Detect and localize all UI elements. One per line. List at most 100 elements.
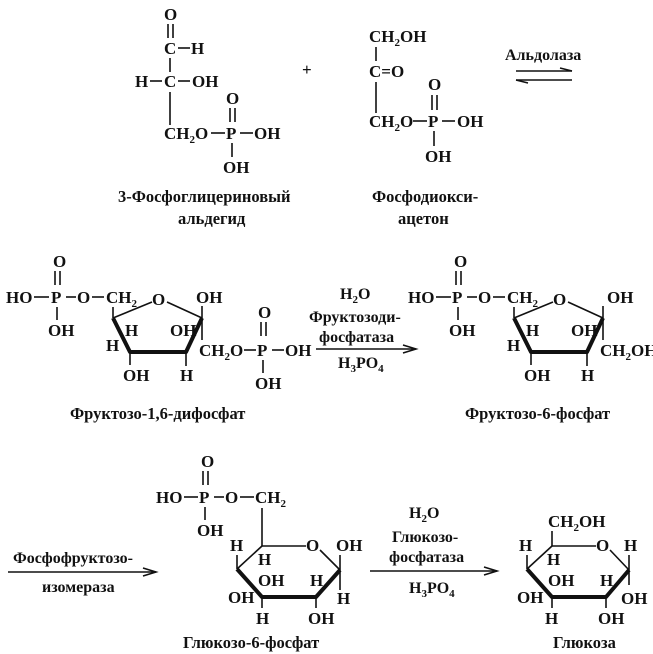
glyceraldehyde-phosphate-structure: O C H H C OH O CH2O P OH OH (135, 5, 280, 177)
atom-oh: OH (425, 147, 451, 166)
label-glyceraldehyde-phosphate-2: альдегид (178, 209, 246, 228)
glucose-6-phosphate-structure: O HO P O CH2 OH O H H OH OH H H OH OH H (156, 452, 362, 628)
enzyme-fructose-bisphosphatase-1: Фруктозоди- (309, 309, 401, 326)
atom-o: O (454, 252, 467, 271)
atom-ring-o: O (553, 290, 566, 309)
atom-h: H (547, 550, 560, 569)
atom-oh: OH (123, 366, 149, 385)
atom-oh: OH (254, 124, 280, 143)
enzyme-glucose-phosphatase-1: Глюкозо- (392, 529, 458, 546)
enzyme-fructose-bisphosphatase-2: фосфатаза (319, 329, 394, 346)
atom-oh: OH (285, 341, 311, 360)
reagent-h3po4: H3PO4 (338, 355, 384, 375)
label-glyceraldehyde-phosphate-1: 3-Фосфоглицериновый (118, 187, 291, 206)
label-fructose-16-bisphosphate: Фруктозо-1,6-дифосфат (70, 404, 245, 423)
atom-oh: OH (48, 321, 74, 340)
enzyme-isomerase-1: Фосфофруктозо- (13, 550, 133, 567)
reagent-h2o: H2O (409, 505, 439, 525)
atom-oh: OH (228, 588, 254, 607)
label-dihydroxyacetone-phosphate-2: ацетон (398, 209, 449, 228)
atom-oh: OH (170, 321, 196, 340)
atom-h: H (519, 536, 532, 555)
fructose-6-phosphate-structure: O HO P O CH2 OH O H H OH OH H OH CH2OH (408, 252, 653, 385)
forward-arrow (370, 566, 500, 576)
atom-c: C (164, 72, 176, 91)
atom-ch2: CH2O (369, 112, 413, 134)
atom-oh: OH (196, 288, 222, 307)
atom-ho: HO (6, 288, 32, 307)
atom-h: H (256, 609, 269, 628)
atom-carbonyl: C=O (369, 62, 404, 81)
enzyme-aldolase: Альдолаза (505, 47, 581, 64)
atom-c: C (164, 39, 176, 58)
atom-ring-o: O (596, 536, 609, 555)
fructose-16-bisphosphate-structure: O HO P O CH2 OH O H H OH OH H OH CH2O O … (6, 252, 311, 393)
reagent-h3po4: H3PO4 (409, 580, 455, 600)
atom-h: H (624, 536, 637, 555)
glucose-structure: CH2OH O H H OH OH H H OH H OH (517, 512, 647, 628)
dihydroxyacetone-phosphate-structure: CH2OH C=O O CH2O P OH OH (369, 27, 483, 166)
atom-p: P (51, 288, 61, 307)
atom-oh: OH (621, 589, 647, 608)
atom-h: H (310, 571, 323, 590)
atom-oh: OH (598, 609, 624, 628)
forward-arrow (316, 344, 419, 354)
atom-h: H (526, 321, 539, 340)
atom-ch2: CH2 (507, 288, 539, 310)
atom-h: H (230, 536, 243, 555)
atom-oh: OH (197, 521, 223, 540)
atom-o: O (53, 252, 66, 271)
atom-o: O (77, 288, 90, 307)
atom-h: H (337, 589, 350, 608)
atom-oh: OH (571, 321, 597, 340)
atom-o: O (164, 5, 177, 24)
atom-oh: OH (517, 588, 543, 607)
atom-ch2oh: CH2OH (600, 341, 653, 363)
atom-oh: OH (524, 366, 550, 385)
atom-ch2: CH2O (164, 124, 208, 146)
atom-h: H (545, 609, 558, 628)
atom-p: P (452, 288, 462, 307)
atom-ch2o: CH2O (199, 341, 243, 363)
enzyme-isomerase-2: изомераза (42, 579, 115, 596)
atom-o: O (201, 452, 214, 471)
forward-arrow (8, 567, 159, 577)
atom-h: H (191, 39, 204, 58)
atom-o: O (478, 288, 491, 307)
label-glucose-6-phosphate: Глюкозо-6-фосфат (183, 633, 319, 652)
atom-h: H (125, 321, 138, 340)
reversible-arrow (515, 67, 573, 84)
atom-o: O (258, 303, 271, 322)
atom-p: P (257, 341, 267, 360)
atom-oh: OH (336, 536, 362, 555)
atom-oh: OH (308, 609, 334, 628)
atom-o: O (226, 89, 239, 108)
atom-oh: OH (607, 288, 633, 307)
atom-ch2: CH2 (106, 288, 138, 310)
atom-p: P (199, 488, 209, 507)
atom-ch2oh: CH2OH (369, 27, 426, 49)
atom-h: H (507, 336, 520, 355)
atom-p: P (226, 124, 236, 143)
atom-ch2: CH2 (255, 488, 287, 510)
atom-o: O (225, 488, 238, 507)
atom-oh: OH (457, 112, 483, 131)
label-fructose-6-phosphate: Фруктозо-6-фосфат (465, 404, 610, 423)
atom-ring-o: O (306, 536, 319, 555)
atom-oh: OH (548, 571, 574, 590)
atom-h: H (135, 72, 148, 91)
atom-ho: HO (408, 288, 434, 307)
atom-h: H (180, 366, 193, 385)
atom-h: H (106, 336, 119, 355)
atom-p: P (428, 112, 438, 131)
atom-oh: OH (255, 374, 281, 393)
enzyme-glucose-phosphatase-2: фосфатаза (389, 549, 464, 566)
atom-oh: OH (192, 72, 218, 91)
atom-h: H (581, 366, 594, 385)
atom-oh: OH (258, 571, 284, 590)
label-glucose: Глюкоза (553, 633, 616, 652)
atom-oh: OH (223, 158, 249, 177)
atom-ch2oh: CH2OH (548, 512, 605, 534)
reagent-h2o: H2O (340, 286, 370, 306)
